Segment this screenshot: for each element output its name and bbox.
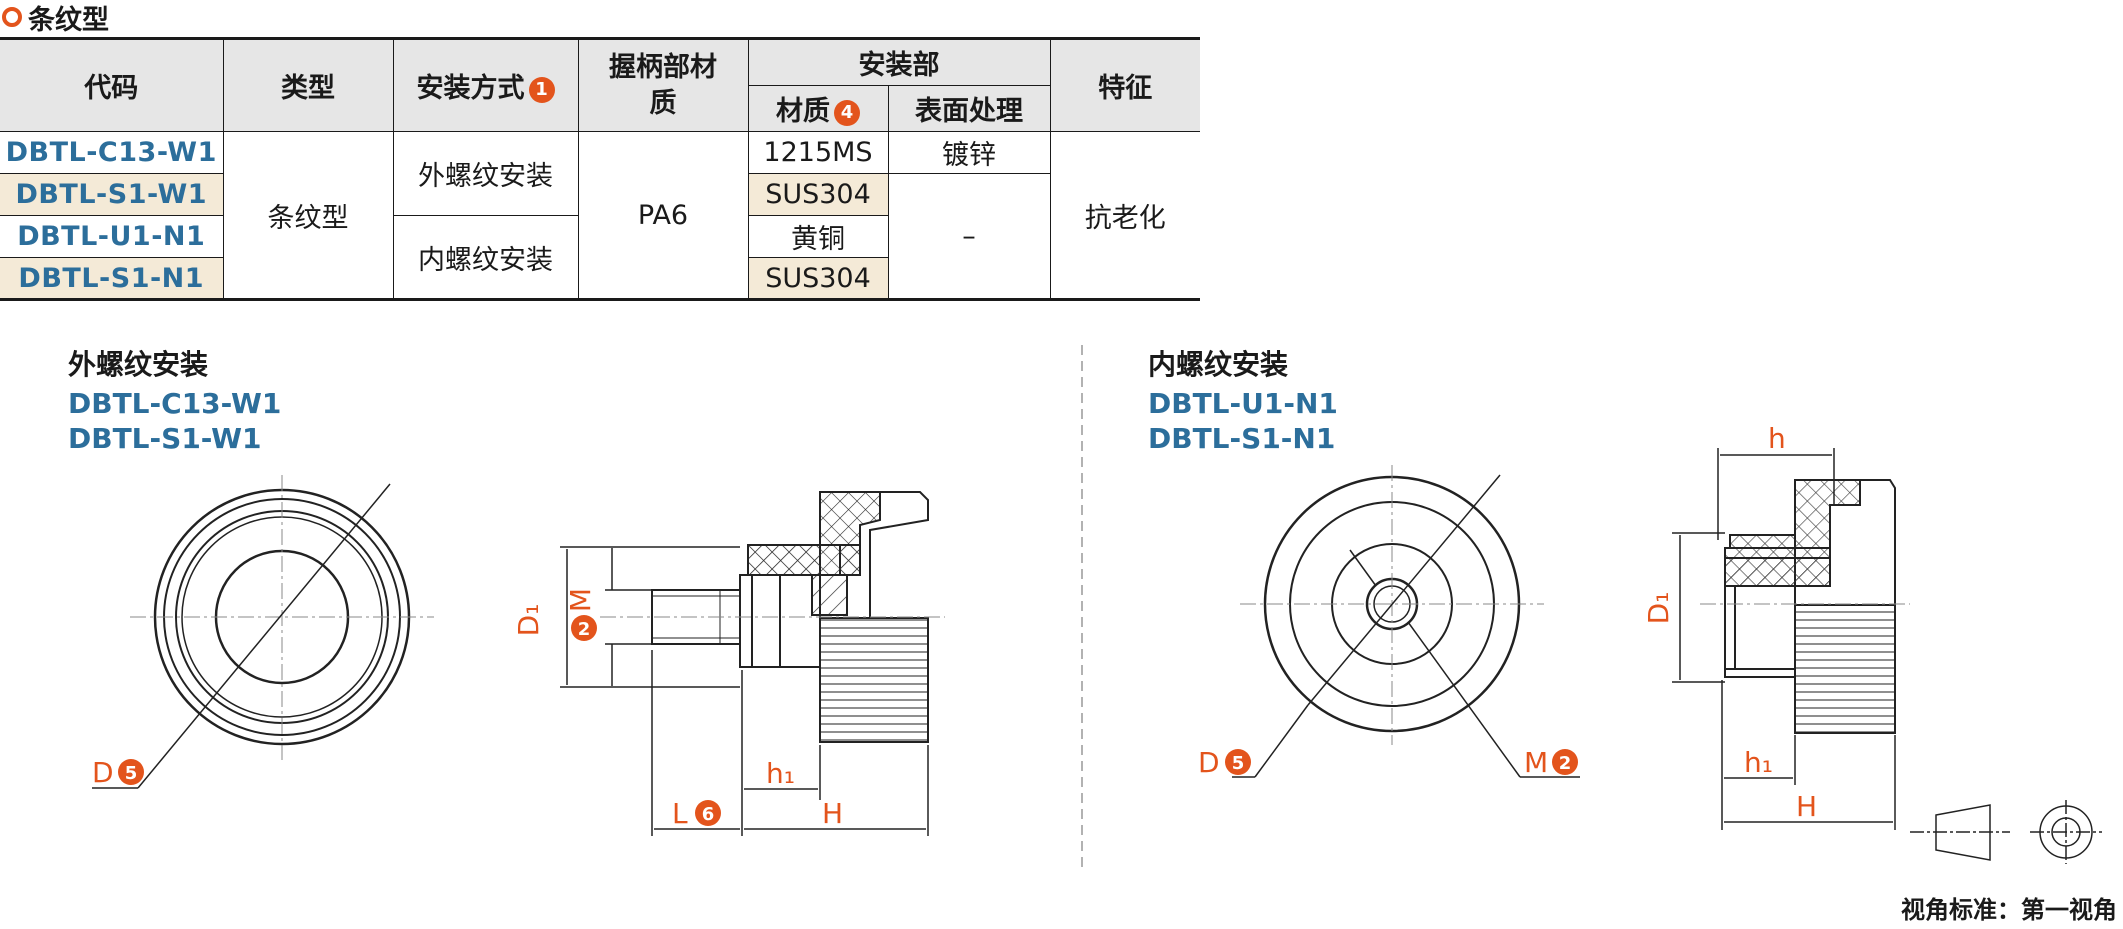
right-section-heading: 内螺纹安装 DBTL-U1-N1 DBTL-S1-N1: [1148, 343, 1338, 455]
dim-D1-label-right: D₁: [1642, 592, 1675, 625]
header-surface: 表面处理: [887, 85, 1050, 132]
header-code: 代码: [0, 38, 224, 132]
view-standard-note: 视角标准：第一视角: [1901, 896, 2117, 924]
header-mount-label: 安装方式: [416, 73, 525, 104]
circle-bullet-icon: [2, 7, 22, 27]
left-front-view: [92, 475, 434, 789]
mount-internal-cell: 内螺纹安装: [392, 215, 579, 300]
left-side-view: [600, 491, 945, 743]
material-cell: SUS304: [747, 173, 889, 216]
badge-5-icon: [118, 759, 144, 785]
dim-D-label-right: D: [1198, 746, 1220, 779]
row-code: DBTL-S1-W1: [0, 173, 224, 216]
right-section-code: DBTL-S1-N1: [1148, 422, 1336, 455]
badge-2-icon: [571, 615, 597, 641]
right-side-dims: [1672, 448, 1896, 830]
header-grip: 握柄部材质: [577, 38, 749, 132]
right-section-title: 内螺纹安装: [1148, 348, 1289, 381]
row-code: DBTL-U1-N1: [0, 215, 224, 258]
right-section-code: DBTL-U1-N1: [1148, 387, 1338, 420]
row-code: DBTL-S1-N1: [0, 257, 224, 300]
dim-H-label: H: [822, 797, 843, 830]
section-title-text: 条纹型: [28, 4, 109, 36]
badge-6-text: 6: [702, 804, 715, 825]
badge-2-text: 2: [1559, 753, 1572, 774]
badge-5-text: 5: [125, 763, 138, 784]
surface-dash-cell: –: [887, 173, 1050, 300]
dim-h-label: h: [1768, 422, 1786, 455]
badge-1: 1: [528, 76, 555, 103]
dim-D-label: D: [92, 756, 114, 789]
header-material-label: 材质: [776, 96, 830, 127]
right-front-view: [1232, 465, 1580, 778]
header-mount-part: 安装部: [747, 38, 1051, 86]
header-feature: 特征: [1049, 38, 1200, 132]
header-type: 类型: [222, 38, 394, 132]
first-angle-projection-icon: [1910, 800, 2102, 864]
badge-2-icon: [1552, 749, 1578, 775]
grip-cell: PA6: [577, 131, 749, 300]
left-section-title: 外螺纹安装: [68, 348, 209, 381]
surface-cell: 镀锌: [887, 131, 1051, 174]
row-code: DBTL-C13-W1: [0, 131, 224, 174]
badge-6-icon: [695, 800, 721, 826]
dim-L-label: L: [672, 797, 688, 830]
badge-2-text: 2: [578, 619, 591, 640]
badge-4: 4: [834, 99, 860, 126]
dim-h1-label-right: h₁: [1744, 746, 1773, 779]
dim-D1-label: D₁: [512, 604, 545, 637]
type-cell: 条纹型: [222, 131, 394, 300]
section-title: 条纹型: [0, 0, 109, 36]
feature-cell: 抗老化: [1049, 131, 1200, 300]
right-side-view: [1700, 479, 1910, 734]
dim-h1-label: h₁: [766, 757, 795, 790]
left-side-dims: [560, 546, 929, 836]
left-section-code: DBTL-C13-W1: [68, 387, 282, 420]
left-section-heading: 外螺纹安装 DBTL-C13-W1 DBTL-S1-W1: [68, 343, 281, 455]
dim-M-label: M: [564, 588, 597, 612]
badge-5-text: 5: [1232, 753, 1245, 774]
material-cell: SUS304: [747, 257, 888, 300]
material-cell: 1215MS: [747, 131, 889, 174]
mount-external-cell: 外螺纹安装: [392, 131, 579, 216]
left-section-code: DBTL-S1-W1: [68, 422, 262, 455]
dim-H-label-right: H: [1796, 790, 1817, 823]
dim-M-label-right: M: [1524, 746, 1548, 779]
badge-5-icon: [1225, 749, 1251, 775]
